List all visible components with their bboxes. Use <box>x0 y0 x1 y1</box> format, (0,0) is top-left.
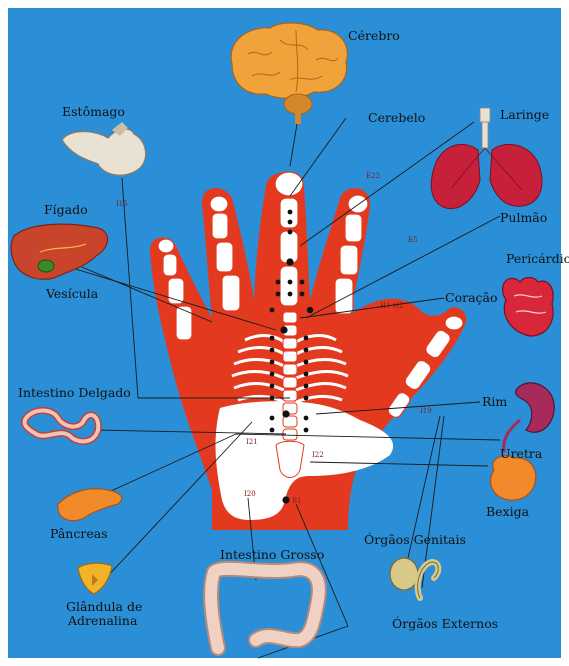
label-bexiga: Bexiga <box>486 504 530 519</box>
point-code-i20: I20 <box>244 490 256 498</box>
gallbladder-icon <box>38 260 54 272</box>
label-pancreas: Pâncreas <box>50 526 108 541</box>
label-rim: Rim <box>482 394 507 409</box>
point-code-i19: I19 <box>420 407 432 415</box>
label-intestino-grosso: Intestino Grosso <box>220 547 324 562</box>
point-code-e22: E22 <box>366 172 380 180</box>
label-orgaos-genitais: Órgãos Genitais <box>364 531 466 547</box>
point-code-e5: E5 <box>408 236 418 244</box>
label-cerebro: Cérebro <box>348 28 400 43</box>
label-laringe: Laringe <box>500 107 549 122</box>
label-estomago: Estômago <box>62 104 125 119</box>
point-code-i22: I22 <box>312 451 324 459</box>
label-uretra: Uretra <box>500 446 543 461</box>
label-orgaos-externos: Órgãos Externos <box>392 615 498 631</box>
label-coracao: Coração <box>445 290 498 305</box>
point-code-i21: I21 <box>246 438 258 446</box>
label-pulmao: Pulmão <box>500 210 547 225</box>
point-code-b1: B1 <box>292 497 302 505</box>
label-glandula-line2: Adrenalina <box>67 613 138 628</box>
label-figado: Fígado <box>44 202 88 217</box>
label-pericardio: Pericárdio <box>506 251 569 266</box>
label-vesicula: Vesícula <box>45 286 99 301</box>
label-cerebelo: Cerebelo <box>368 110 425 125</box>
label-glandula-line1: Glândula de <box>66 599 142 614</box>
point-code-i15: I15 <box>116 200 128 208</box>
bladder-icon <box>491 456 536 500</box>
label-intestino-delgado: Intestino Delgado <box>18 385 131 400</box>
